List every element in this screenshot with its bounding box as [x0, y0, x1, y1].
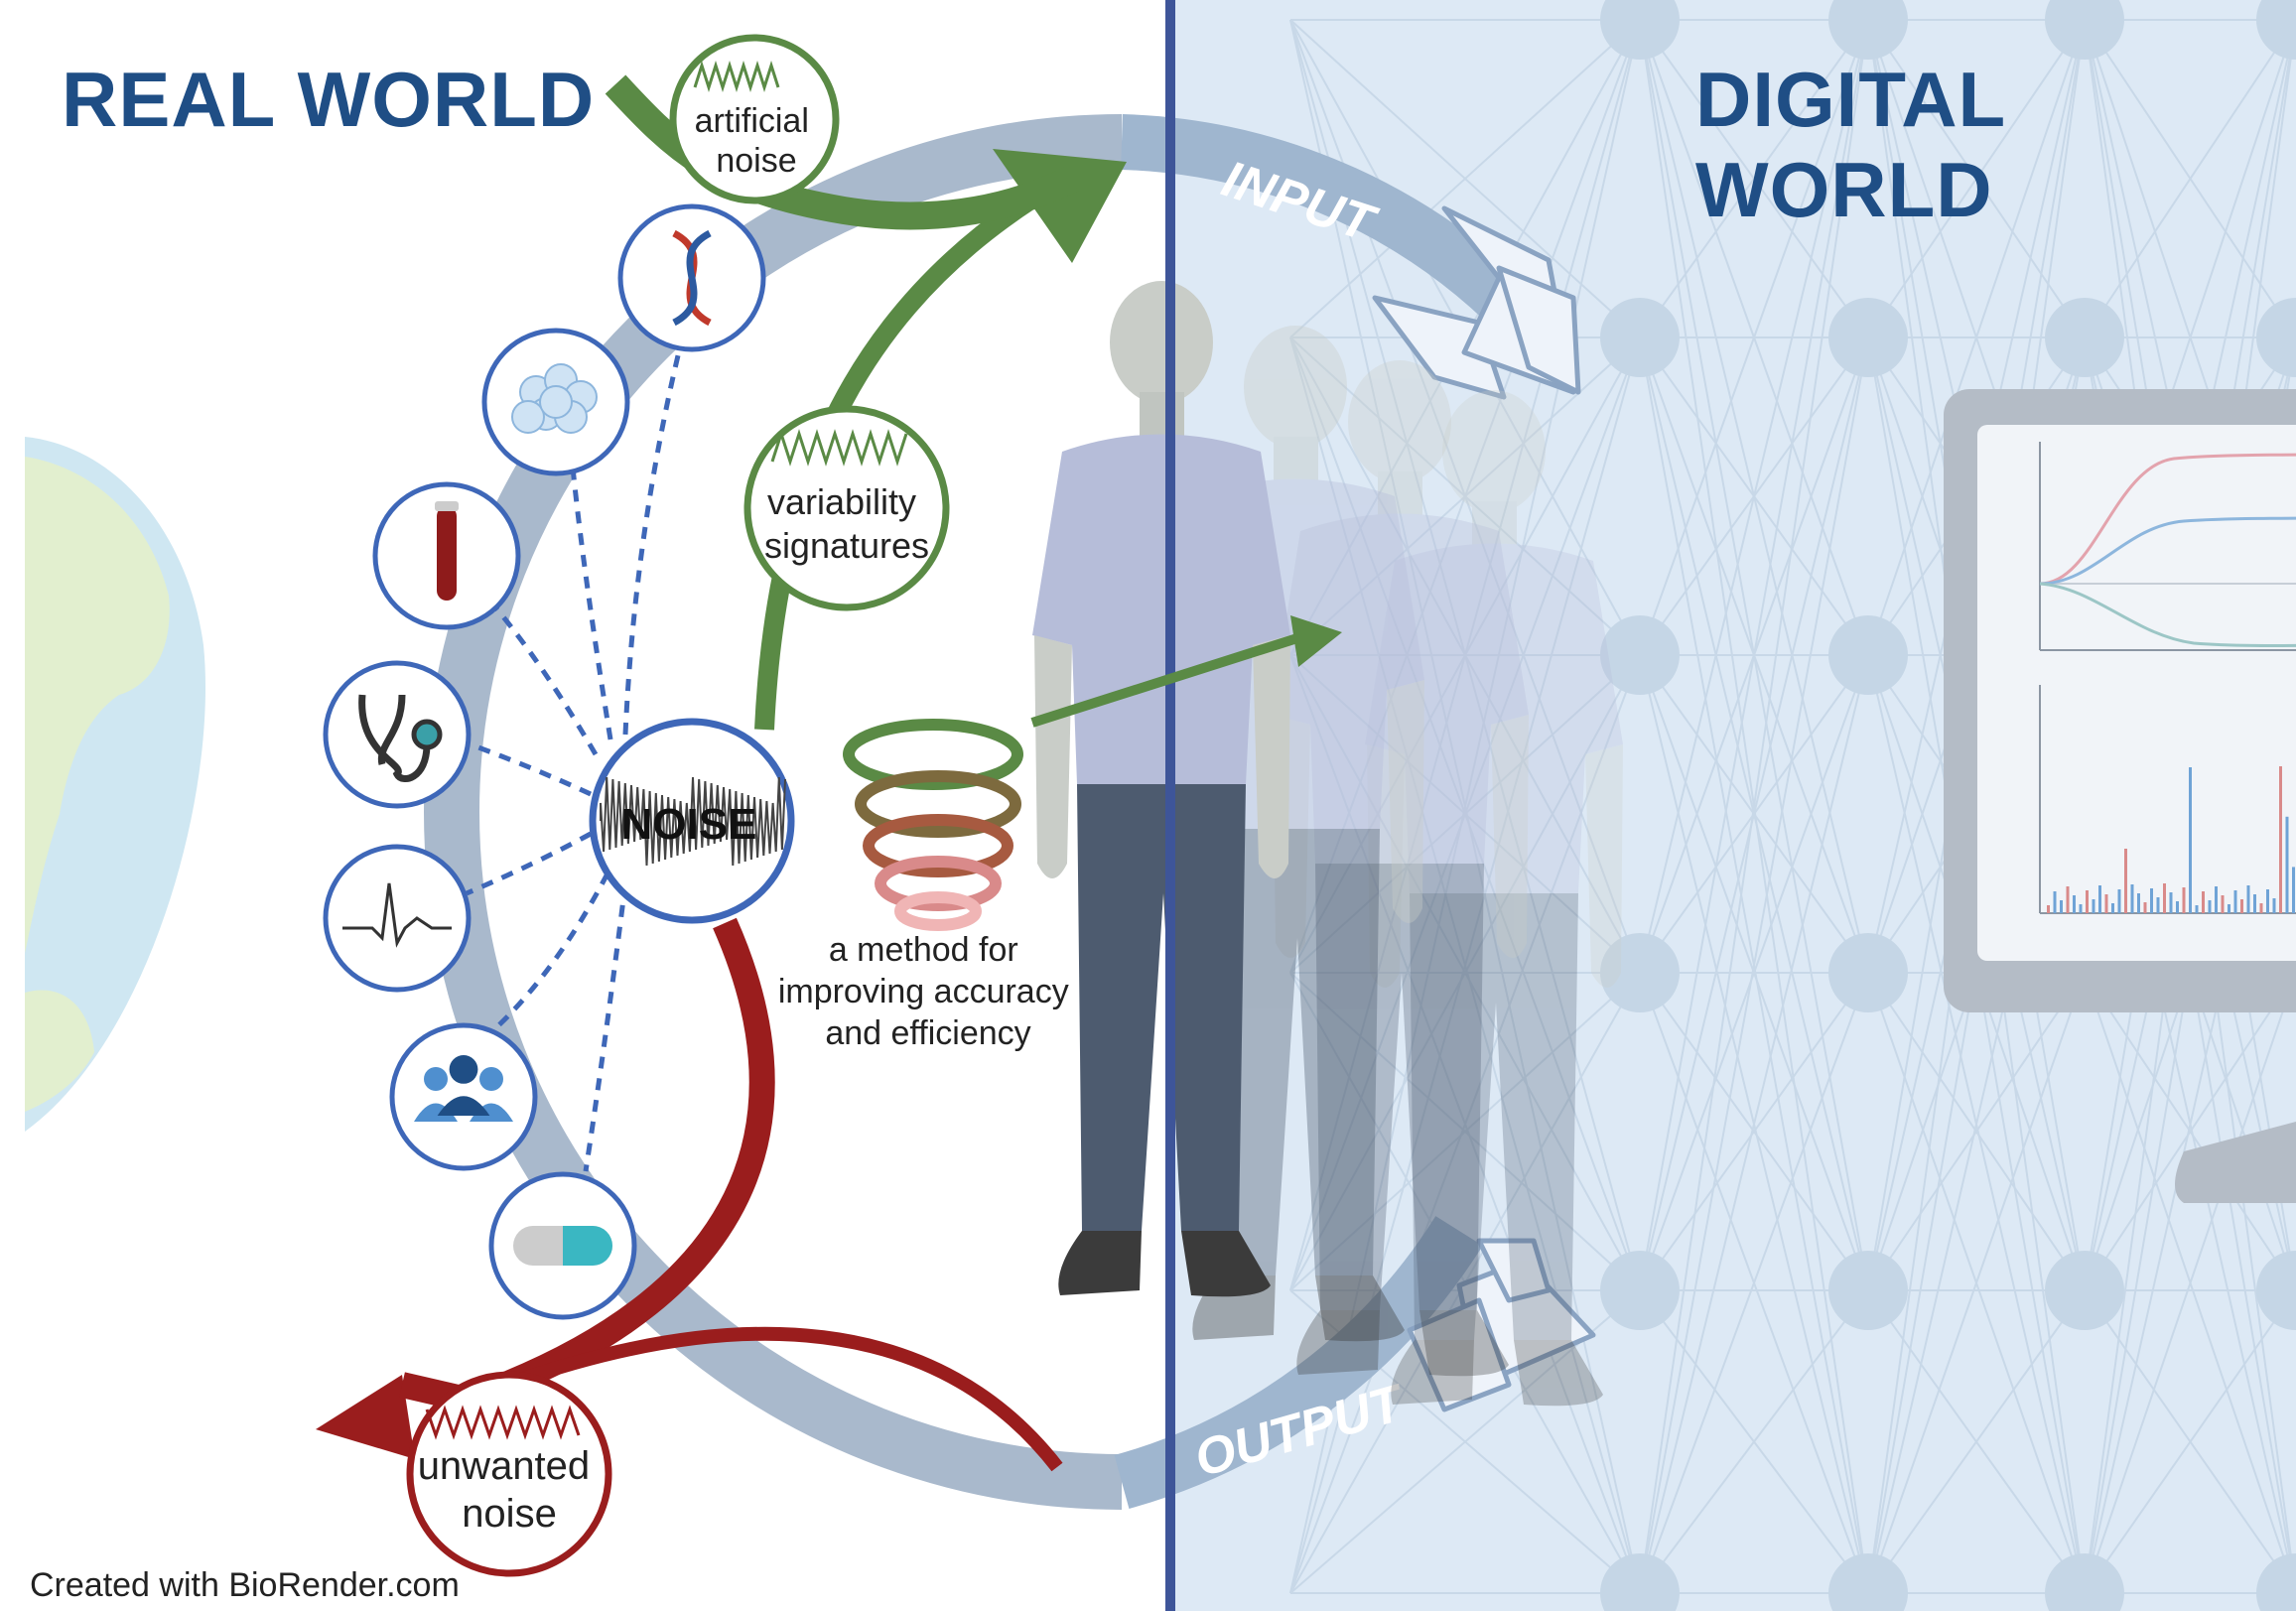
keyboard-icon — [2175, 1122, 2296, 1203]
svg-text:NOISE: NOISE — [621, 800, 757, 849]
real-world-title: REAL WORLD — [62, 56, 596, 143]
spectrum-bar — [2066, 886, 2070, 913]
network-node — [1600, 1553, 1680, 1611]
spectrum-bar — [2182, 887, 2186, 913]
artificial-noise-arrow — [605, 74, 1079, 230]
spectrum-bar — [2189, 767, 2192, 913]
network-node — [2045, 298, 2124, 377]
spectrum-bar — [2253, 894, 2256, 913]
credit-text: Created with BioRender.com — [30, 1566, 460, 1604]
pill-icon — [488, 1171, 637, 1320]
spectrum-bar — [2117, 889, 2121, 913]
spectrum-bar — [2047, 905, 2050, 913]
spectrum-bar — [2272, 898, 2276, 913]
unwanted-noise-tail — [464, 1326, 1063, 1472]
spectrum-bar — [2279, 765, 2282, 913]
artificial-noise-bubble: artificial noise — [669, 34, 840, 204]
spectrum-bar — [2228, 904, 2230, 913]
network-node — [1828, 933, 1908, 1012]
network-node — [2256, 298, 2296, 377]
network-node — [2045, 1251, 2124, 1330]
method-arrow-head — [1290, 615, 1342, 667]
spectrum-bar — [2130, 884, 2134, 913]
spectrum-bar — [2104, 894, 2108, 913]
network-node — [1600, 298, 1680, 377]
spectrum-bar — [2073, 895, 2076, 913]
input-chevrons — [1372, 205, 1581, 400]
network-node — [1600, 1251, 1680, 1330]
spectrum-bar — [2215, 886, 2218, 913]
spectrum-bar — [2285, 816, 2289, 913]
spectrum-bar — [2086, 890, 2089, 913]
person-figure — [1032, 281, 1290, 1297]
spectrum-bar — [2143, 902, 2147, 913]
unwanted-arrow-head — [316, 1375, 415, 1459]
svg-text:unwanted noise: unwanted noise — [418, 1444, 602, 1536]
people-icon — [389, 1022, 538, 1171]
svg-text:artificial noise: artificial noise — [695, 102, 819, 180]
spectrum-bar — [2150, 888, 2153, 913]
dna-icon — [617, 203, 766, 352]
network-node — [1828, 0, 1908, 60]
spectrum-bar — [2246, 885, 2250, 913]
spectrum-bar — [2060, 900, 2063, 913]
spectrum-bar — [2111, 903, 2114, 913]
spectrum-bar — [2292, 867, 2295, 913]
spectrum-bar — [2240, 899, 2243, 913]
network-node — [2256, 1553, 2296, 1611]
spectrum-bar — [2137, 893, 2140, 913]
spectrum-bar — [2156, 897, 2160, 913]
network-node — [1828, 1251, 1908, 1330]
spiral-icon — [843, 719, 1023, 931]
spectrum-bar — [2259, 903, 2263, 913]
network-node — [1600, 0, 1680, 60]
network-node — [1600, 615, 1680, 695]
method-caption: a method for improving accuracy and effi… — [778, 931, 1078, 1052]
spectrum-bar — [2221, 895, 2225, 913]
variability-arrow-head — [993, 149, 1127, 263]
network-node — [1828, 298, 1908, 377]
spectrum-bar — [2079, 904, 2083, 913]
network-node — [2045, 0, 2124, 60]
variability-signatures-bubble: variability signatures — [743, 405, 950, 611]
spectrum-bar — [2169, 892, 2173, 913]
spectrum-bar — [2176, 901, 2179, 913]
globe-icon — [25, 437, 206, 1132]
digital-world-title: DIGITAL WORLD — [1695, 56, 2005, 233]
spectrum-bar — [2208, 900, 2212, 913]
spectrum-bar — [2163, 883, 2166, 913]
monitor-icon — [1944, 389, 2296, 1012]
svg-text:variability signatures: variability signatures — [764, 481, 929, 566]
network-node — [2256, 1251, 2296, 1330]
spectrum-bar — [2098, 885, 2101, 913]
network-node — [1828, 615, 1908, 695]
network-node — [1828, 1553, 1908, 1611]
unwanted-noise-bubble: unwanted noise — [406, 1371, 612, 1577]
spectrum-bar — [2202, 891, 2205, 913]
spectrum-bar — [2053, 891, 2057, 913]
noise-hub: NOISE — [589, 718, 795, 924]
stethoscope-icon — [323, 660, 472, 809]
spectrum-bar — [2233, 890, 2237, 913]
world-divider — [1165, 0, 1175, 1611]
method-arrow — [1030, 632, 1302, 728]
unwanted-noise-arrow — [462, 917, 775, 1412]
cells-icon — [481, 328, 630, 476]
blood-tube-icon — [372, 481, 521, 630]
spectrum-bar — [2124, 849, 2127, 913]
spectrum-bar — [2266, 889, 2269, 913]
network-node — [2256, 0, 2296, 60]
spectrum-bar — [2092, 899, 2095, 913]
ecg-icon — [323, 844, 472, 993]
spectrum-bar — [2195, 905, 2199, 913]
network-node — [2045, 1553, 2124, 1611]
